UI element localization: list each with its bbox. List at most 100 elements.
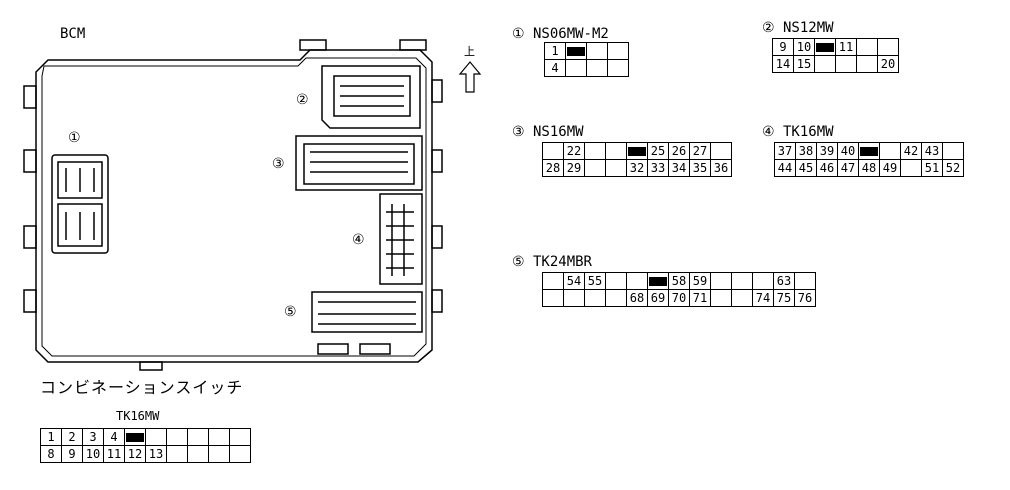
connector-key-marker [565,42,587,60]
pin-cell: 43 [921,142,943,160]
pin-cell [607,59,629,77]
pin-cell: 2 [61,428,83,446]
pin-cell [605,159,627,177]
orientation-label: 上 [464,45,475,58]
pin-cell: 69 [647,289,669,307]
pin-cell [542,289,564,307]
pin-cell: 59 [689,272,711,290]
pin-cell: 13 [145,445,167,463]
pin-cell: 11 [835,38,857,56]
pin-cell: 44 [774,159,796,177]
pin-cell: 9 [61,445,83,463]
pin-cell: 68 [626,289,648,307]
pin-cell [584,142,606,160]
pin-cell: 25 [647,142,669,160]
pin-cell [565,59,587,77]
pin-cell [710,272,732,290]
pin-cell: 40 [837,142,859,160]
pin-cell [145,428,167,446]
pin-cell: 37 [774,142,796,160]
pin-cell: 52 [942,159,964,177]
pin-cell: 22 [563,142,585,160]
pin-cell: 9 [772,38,794,56]
pin-cell [900,159,922,177]
pin-cell [856,38,878,56]
pin-cell: 4 [103,428,125,446]
pin-cell [586,59,608,77]
pin-cell: 4 [544,59,566,77]
pin-cell: 36 [710,159,732,177]
pin-cell: 42 [900,142,922,160]
pin-cell: 45 [795,159,817,177]
pin-cell: 29 [563,159,585,177]
bcm-marker-1: ① [68,130,81,146]
pin-cell: 49 [879,159,901,177]
pin-cell: 33 [647,159,669,177]
pin-cell: 51 [921,159,943,177]
bcm-marker-4: ④ [352,232,365,248]
connector-2-title: ② NS12MW [762,20,834,36]
pin-cell: 11 [103,445,125,463]
bcm-title: BCM [60,26,86,42]
connector-key-marker [647,272,669,290]
connector-1-title: ① NS06MW-M2 [512,26,609,42]
pin-cell [166,428,188,446]
pin-cell: 39 [816,142,838,160]
pin-cell: 26 [668,142,690,160]
pin-cell [563,289,585,307]
pin-cell [229,445,251,463]
pin-cell: 70 [668,289,690,307]
combination-switch-title: コンビネーションスイッチ [40,378,244,397]
pin-cell [229,428,251,446]
pin-cell [752,272,774,290]
pin-cell [794,272,816,290]
pin-cell: 46 [816,159,838,177]
pin-cell: 28 [542,159,564,177]
pin-cell [208,445,230,463]
up-arrow-icon [458,61,482,93]
pin-cell: 15 [793,55,815,73]
pin-cell [166,445,188,463]
pin-cell [856,55,878,73]
pin-cell: 47 [837,159,859,177]
pin-cell: 71 [689,289,711,307]
pin-cell [586,42,608,60]
connector-4-title: ④ TK16MW [762,124,834,140]
pin-cell: 38 [795,142,817,160]
connector-5-title: ⑤ TK24MBR [512,254,592,270]
pin-cell: 1 [40,428,62,446]
pin-cell: 32 [626,159,648,177]
pin-cell [877,38,899,56]
pin-cell [542,142,564,160]
pin-cell: 74 [752,289,774,307]
pin-cell [584,159,606,177]
pin-cell: 8 [40,445,62,463]
bcm-marker-3: ③ [272,156,285,172]
connector-key-marker [626,142,648,160]
pin-cell: 35 [689,159,711,177]
pin-cell: 54 [563,272,585,290]
pin-cell: 76 [794,289,816,307]
pin-cell [605,142,627,160]
connector-key-marker [124,428,146,446]
combination-switch-connector: TK16MW [116,409,160,423]
pin-cell: 3 [82,428,104,446]
pin-cell: 20 [877,55,899,73]
pin-cell: 34 [668,159,690,177]
pin-cell: 63 [773,272,795,290]
connector-3-title: ③ NS16MW [512,124,584,140]
connector-key-marker [858,142,880,160]
pin-cell: 12 [124,445,146,463]
pin-cell [607,42,629,60]
pin-cell: 27 [689,142,711,160]
pin-cell [814,55,836,73]
connector-key-marker [814,38,836,56]
bcm-marker-2: ② [296,92,309,108]
pin-cell: 10 [793,38,815,56]
